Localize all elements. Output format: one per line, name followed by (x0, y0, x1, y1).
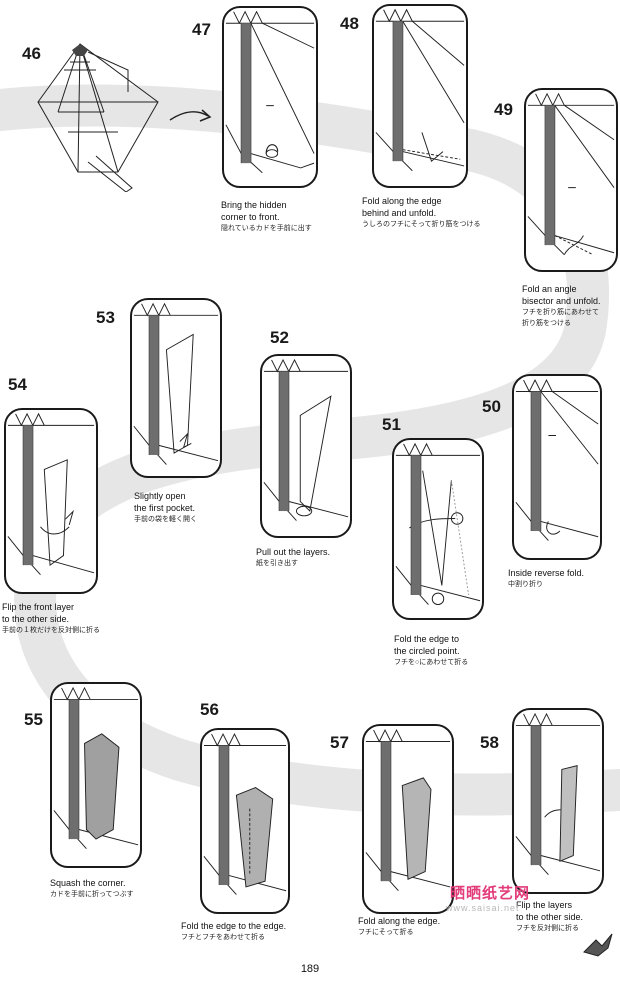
caption-en: Pull out the layers. (256, 547, 331, 557)
caption-en: corner to front. (221, 212, 280, 222)
caption-step-56: Fold the edge to the edge. フチとフチをあわせて折る (181, 920, 286, 943)
step-number-57: 57 (330, 733, 349, 752)
caption-step-55: Squash the corner. カドを手前に折ってつぶす (50, 877, 134, 900)
diagram-step-56 (200, 728, 290, 914)
caption-jp: フチを折り筋にあわせて (522, 309, 599, 316)
caption-jp: カドを手前に折ってつぶす (50, 891, 134, 898)
diagram-step-48 (372, 4, 468, 188)
diagram-step-51 (392, 438, 484, 620)
diagram-step-52 (260, 354, 352, 538)
caption-en: Fold along the edge. (358, 916, 441, 926)
caption-en: Fold along the edge (362, 196, 442, 206)
caption-jp: 紙を引き出す (256, 560, 298, 567)
step-number-53: 53 (96, 308, 115, 327)
caption-en: to the other side. (2, 614, 70, 624)
watermark-logo: 晒晒纸艺网 (450, 885, 531, 902)
caption-en: Bring the hidden (221, 200, 287, 210)
caption-jp: うしろのフチにそって折り筋をつける (362, 221, 481, 228)
caption-step-54: Flip the front layer to the other side. … (2, 601, 100, 636)
caption-en: Fold the edge to (394, 634, 460, 644)
diagram-step-57 (362, 724, 454, 914)
step-number-58: 58 (480, 733, 499, 752)
step-number-54: 54 (8, 375, 27, 394)
caption-en: Squash the corner. (50, 878, 126, 888)
diagram-step-47 (222, 6, 318, 188)
step-number-51: 51 (382, 415, 401, 434)
diagram-step-50 (512, 374, 602, 560)
caption-en: Inside reverse fold. (508, 568, 585, 578)
caption-jp: フチにそって折る (358, 929, 414, 936)
caption-en: Flip the front layer (2, 602, 75, 612)
diagram-step-49 (524, 88, 618, 272)
caption-en: Slightly open (134, 491, 186, 501)
caption-step-52: Pull out the layers. 紙を引き出す (256, 546, 330, 569)
diagram-step-58 (512, 708, 604, 894)
caption-step-58: Flip the layers to the other side. フチを反対… (516, 899, 583, 934)
caption-en: behind and unfold. (362, 208, 437, 218)
caption-step-47: Bring the hidden corner to front. 隠れているカ… (221, 199, 312, 234)
diagram-step-53 (130, 298, 222, 478)
step-number-56: 56 (200, 700, 219, 719)
caption-en: bisector and unfold. (522, 296, 601, 306)
caption-step-48: Fold along the edge behind and unfold. う… (362, 195, 481, 230)
caption-jp: フチとフチをあわせて折る (181, 934, 265, 941)
caption-step-57: Fold along the edge. フチにそって折る (358, 915, 440, 938)
caption-en: the circled point. (394, 646, 460, 656)
caption-jp: 手前の１枚だけを反対側に折る (2, 627, 100, 634)
diagram-step-46 (28, 42, 168, 193)
caption-en: Fold an angle (522, 284, 577, 294)
diagram-step-54 (4, 408, 98, 594)
step-number-49: 49 (494, 100, 513, 119)
step-number-50: 50 (482, 397, 501, 416)
caption-jp: フチを○にあわせて折る (394, 659, 469, 666)
step-number-52: 52 (270, 328, 289, 347)
step-number-46: 46 (22, 44, 41, 63)
page-number: 189 (300, 963, 320, 975)
bird-icon (583, 933, 613, 957)
caption-step-51: Fold the edge to the circled point. フチを○… (394, 633, 468, 668)
caption-step-50: Inside reverse fold. 中割り折り (508, 567, 584, 590)
step-number-48: 48 (340, 14, 359, 33)
caption-jp: 折り筋をつける (522, 320, 571, 327)
caption-en: to the other side. (516, 912, 584, 922)
caption-en: the first pocket. (134, 503, 196, 513)
caption-step-53: Slightly open the first pocket. 手前の袋を軽く開… (134, 490, 197, 525)
caption-jp: 中割り折り (508, 581, 543, 588)
flow-arrow (169, 111, 209, 121)
caption-jp: 隠れているカドを手前に出す (221, 225, 312, 232)
caption-en: Fold the edge to the edge. (181, 921, 287, 931)
step-number-55: 55 (24, 710, 43, 729)
caption-jp: 手前の袋を軽く開く (134, 516, 197, 523)
diagram-step-55 (50, 682, 142, 868)
caption-jp: フチを反対側に折る (516, 925, 579, 932)
caption-en: Flip the layers (516, 900, 573, 910)
step-number-47: 47 (192, 20, 211, 39)
watermark-url: www.saisai.net (446, 903, 520, 913)
caption-step-49: Fold an angle bisector and unfold. フチを折り… (522, 283, 601, 329)
